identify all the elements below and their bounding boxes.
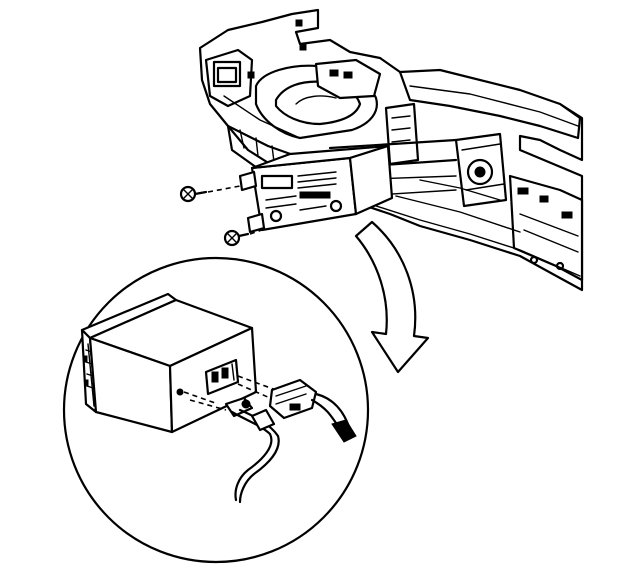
radio-unit xyxy=(238,144,394,234)
detail-view-circle xyxy=(62,256,370,564)
antenna-cable xyxy=(183,391,280,504)
upper-screw xyxy=(179,185,241,203)
wiring-harness-connector xyxy=(237,375,357,443)
mounting-screws xyxy=(179,185,263,247)
detail-callout-arrow xyxy=(354,220,430,374)
instrument-panel xyxy=(198,8,584,292)
radio-rear-connectors xyxy=(176,358,240,396)
radio-detail-body xyxy=(80,292,258,434)
lower-screw xyxy=(223,229,263,247)
